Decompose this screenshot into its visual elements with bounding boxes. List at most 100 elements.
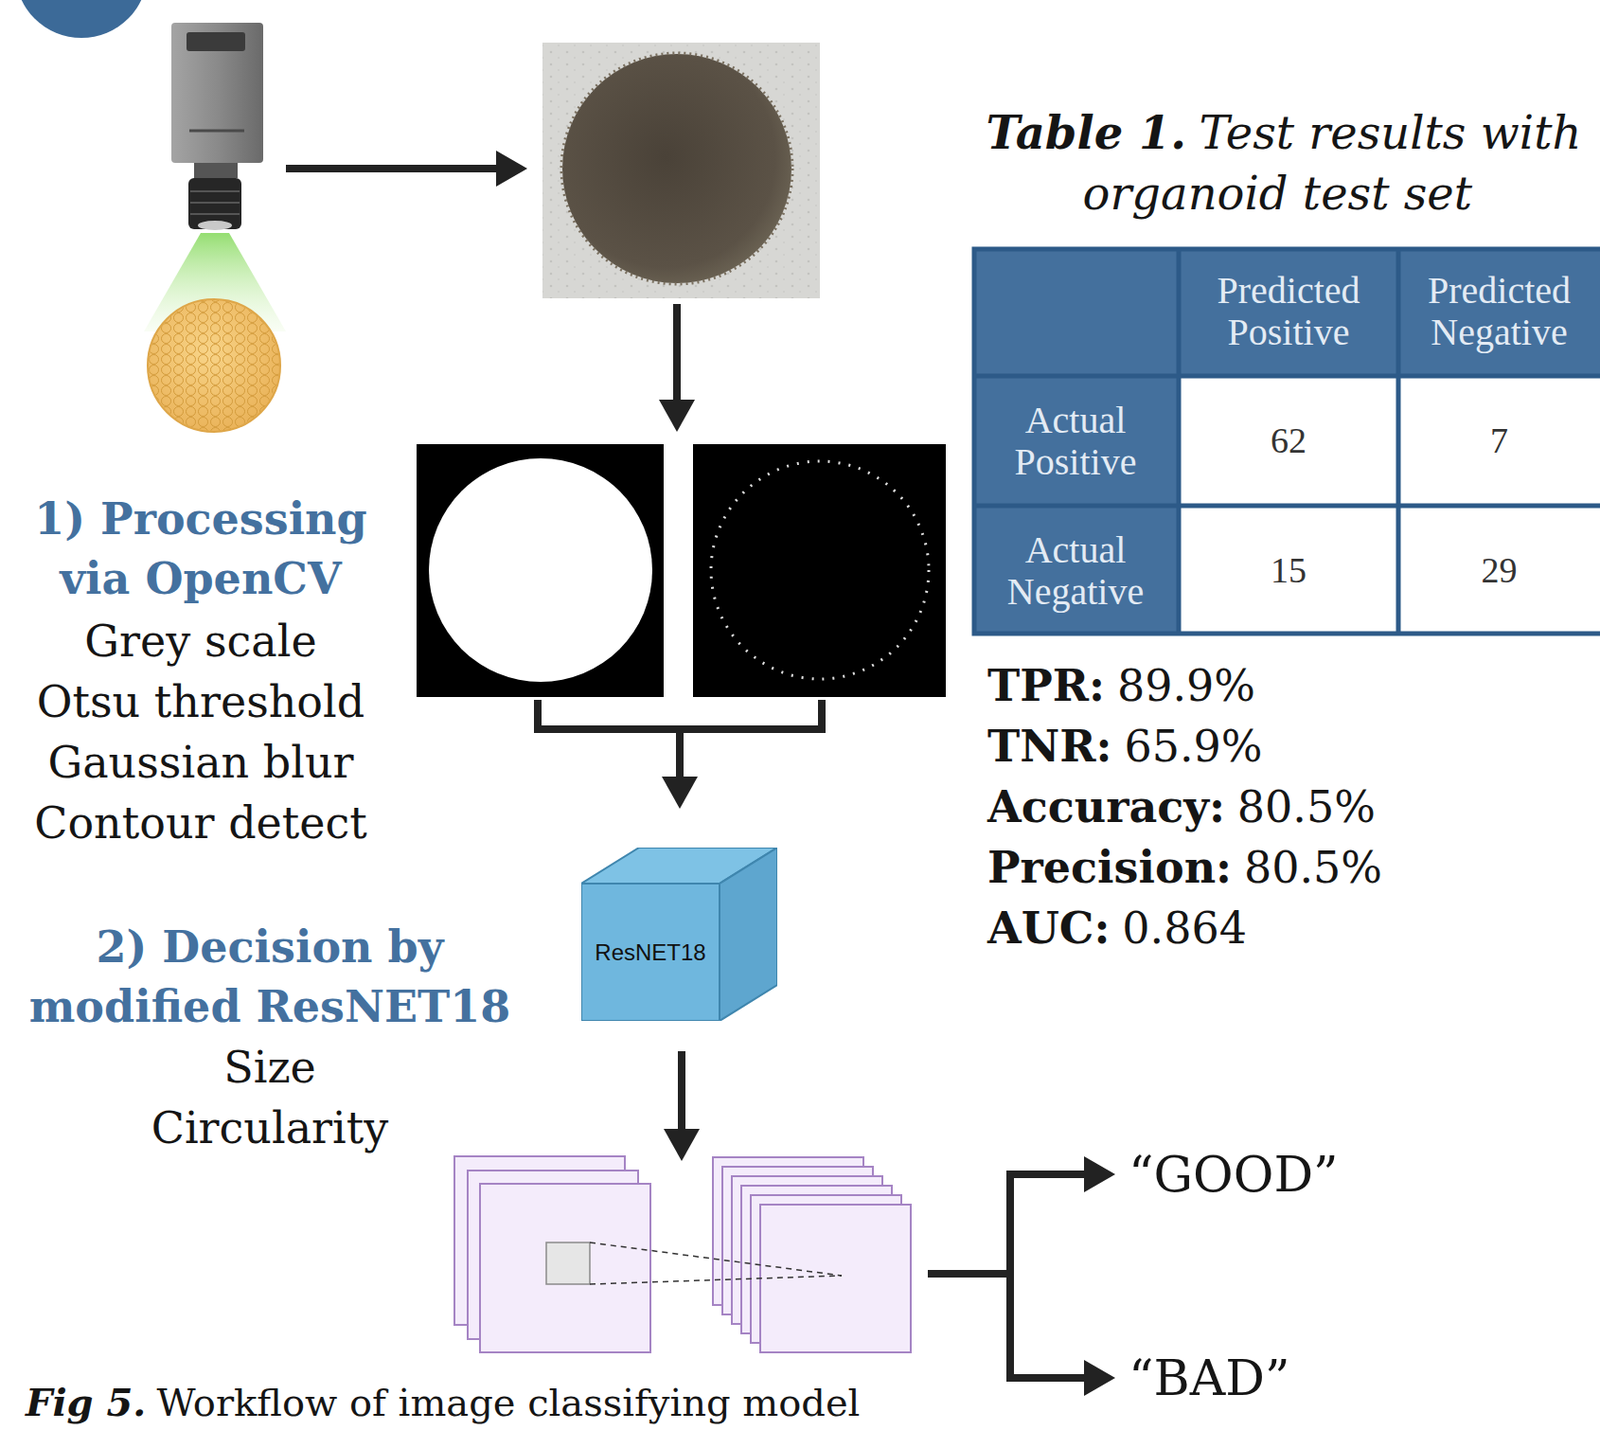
projection-line: [589, 1242, 842, 1276]
camera-lens: [188, 177, 242, 230]
output-fork: [931, 1173, 1087, 1378]
organoid-photo: [542, 42, 820, 299]
cube-front: [581, 883, 720, 1021]
metric-name: Accuracy:: [987, 781, 1226, 833]
flow-arrow: [675, 728, 684, 781]
table-border: [974, 248, 1600, 634]
figure-number: Fig 5.: [25, 1379, 146, 1424]
step-item: Grey scale: [1, 610, 400, 672]
metric-row: TNR:65.9%: [987, 715, 1275, 777]
step-list: SizeCircularity: [4, 1036, 535, 1158]
metric-value: 0.864: [1121, 902, 1247, 954]
table-heading: Predicted Negative: [1404, 269, 1595, 354]
metric-value: 65.9%: [1123, 720, 1263, 772]
photo-texture: [542, 42, 820, 299]
conv-kernel: [546, 1242, 590, 1284]
organoid-edge: [561, 53, 793, 285]
cube-side: [719, 847, 778, 1021]
table-count: 29: [1481, 551, 1518, 591]
lens-ring: [190, 190, 240, 193]
camera-slot: [186, 32, 246, 52]
step-heading: 2) Decision by modified ResNET18: [4, 917, 535, 1037]
lens-ring: [190, 201, 240, 204]
table-grid: [972, 373, 1600, 379]
panel-badge: [15, 0, 148, 38]
metric-name: TPR:: [987, 659, 1105, 712]
arrow-head: [663, 1128, 700, 1161]
feature-map: [760, 1204, 911, 1352]
output-label: “BAD”: [1128, 1349, 1304, 1406]
step-heading: 1) Processing via OpenCV: [1, 489, 400, 609]
step-item: Contour detect: [1, 792, 400, 854]
table-cell: Actual Positive: [972, 375, 1179, 506]
table-number: Table 1.: [986, 106, 1187, 160]
organoid-sphere: [147, 299, 281, 432]
node-label: ResNET18: [594, 939, 706, 966]
table-cell: 15: [1178, 505, 1399, 636]
flow-arrow: [677, 1050, 686, 1132]
arrow-head: [658, 399, 695, 432]
merge-bracket: [537, 699, 822, 729]
metric-row: TPR:89.9%: [987, 655, 1268, 716]
camera-body: [171, 22, 264, 163]
organoid-image: [562, 53, 792, 284]
camera-line: [189, 129, 245, 133]
threshold-image: [416, 444, 664, 697]
step-item: Size: [4, 1036, 535, 1098]
metric-row: Accuracy:80.5%: [987, 776, 1388, 837]
lens-glass: [197, 220, 232, 231]
node-label-box: ResNET18: [581, 883, 720, 1021]
step-item: Gaussian blur: [1, 731, 400, 793]
camera-neck: [194, 162, 238, 178]
output-label: “GOOD”: [1128, 1145, 1352, 1203]
organoid-cells: [148, 300, 280, 431]
step-item: Circularity: [4, 1097, 535, 1158]
table-cell: 62: [1178, 375, 1399, 506]
output-class: “GOOD”: [1128, 1145, 1339, 1203]
table-cell: Actual Negative: [972, 505, 1179, 636]
figure-caption: Workflow of image classifying model: [156, 1380, 860, 1424]
arrow-head: [1084, 1155, 1116, 1192]
table-count: 7: [1490, 421, 1509, 462]
table-heading: Actual Negative: [977, 529, 1174, 613]
cube-outline: [581, 847, 778, 1021]
arrow-head: [1084, 1359, 1116, 1396]
step-list: Grey scaleOtsu thresholdGaussian blurCon…: [1, 610, 400, 854]
metric-name: AUC:: [987, 902, 1110, 954]
table-grid: [1396, 247, 1402, 636]
arrow-head: [496, 150, 528, 187]
metric-value: 89.9%: [1117, 659, 1256, 712]
table-cell: Predicted Negative: [1398, 247, 1600, 376]
lens-ring: [190, 213, 240, 215]
metric-name: TNR:: [987, 720, 1113, 772]
table-cell: 7: [1398, 375, 1600, 506]
table-heading: Predicted Positive: [1184, 269, 1393, 354]
table-count: 62: [1270, 421, 1307, 462]
table-cell: 29: [1398, 505, 1600, 636]
contour-outline: [711, 461, 929, 679]
output-class: “BAD”: [1128, 1349, 1291, 1406]
table-count: 15: [1270, 551, 1307, 591]
table-title: Table 1.Test results with organoid test …: [980, 102, 1587, 224]
arrow-head: [661, 776, 698, 809]
metric-row: Precision:80.5%: [987, 836, 1395, 898]
step-heading: 2) Decision by modified ResNET18: [4, 917, 535, 1037]
metric-value: 80.5%: [1244, 841, 1383, 893]
projection-line: [589, 1275, 842, 1284]
step-item: Otsu threshold: [1, 671, 400, 732]
network-cube: ResNET18: [581, 847, 778, 1021]
table-heading: Actual Positive: [977, 399, 1174, 483]
metric-name: Precision:: [987, 841, 1232, 893]
contour-image: [693, 444, 946, 697]
flow-arrow: [673, 303, 681, 403]
step-heading: 1) Processing via OpenCV: [1, 489, 400, 609]
flow-arrow: [285, 164, 500, 173]
feature-map: [480, 1183, 651, 1352]
table-grid: [972, 503, 1600, 509]
table-cell: Predicted Positive: [1178, 247, 1399, 376]
figure-caption: Fig 5.Workflow of image classifying mode…: [25, 1380, 872, 1424]
threshold-mask: [428, 458, 653, 682]
table-grid: [1176, 247, 1182, 636]
metric-row: AUC:0.864: [987, 897, 1260, 959]
